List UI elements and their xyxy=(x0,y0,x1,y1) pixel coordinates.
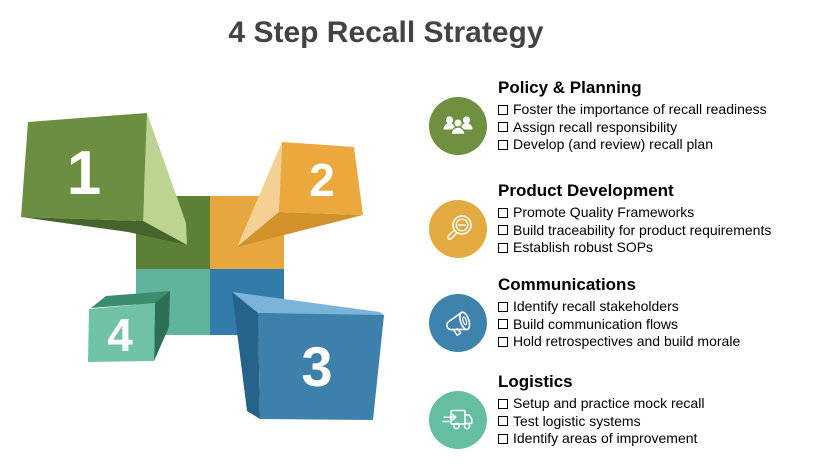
checkbox-bullet-icon xyxy=(498,301,508,312)
cube-3-top xyxy=(232,292,385,316)
product-development-badge xyxy=(429,200,487,258)
checkbox-bullet-icon xyxy=(498,319,508,329)
step-section-product-development: Product Development Promote Quality Fram… xyxy=(428,181,830,259)
cube-3-side xyxy=(232,292,260,419)
cube-1: 1 xyxy=(21,113,187,245)
cube-4-side xyxy=(154,291,170,361)
list-item-text: Promote Quality Frameworks xyxy=(513,204,695,220)
badge-circle xyxy=(429,294,487,352)
badge-circle xyxy=(429,391,487,449)
cube-2-underside xyxy=(237,212,363,247)
cube-3-number: 3 xyxy=(301,335,332,398)
cube-4: 4 xyxy=(88,291,170,362)
checkbox-bullet-icon xyxy=(498,433,508,444)
list-item-text: Setup and practice mock recall xyxy=(513,395,705,411)
communications-badge xyxy=(429,294,487,352)
cube-1-face xyxy=(21,113,147,221)
megaphone-icon xyxy=(446,311,471,337)
section-heading: Policy & Planning xyxy=(498,78,642,97)
list-item-text: Develop (and review) recall plan xyxy=(513,136,713,152)
cube-2-face xyxy=(279,142,363,215)
checkbox-bullet-icon xyxy=(498,139,508,150)
cube-3-face xyxy=(258,313,384,420)
list-item-text: Assign recall responsibility xyxy=(513,118,678,135)
step-section-communications: Communications Identify recall stakehold… xyxy=(428,275,830,353)
checkbox-bullet-icon xyxy=(498,242,508,253)
checkbox-bullet-icon xyxy=(498,207,508,218)
list-item: Identify recall stakeholders xyxy=(498,298,830,316)
cube-2: 2 xyxy=(237,142,363,247)
cube-1-side xyxy=(143,113,187,245)
cube-3: 3 xyxy=(232,292,385,420)
checkbox-bullet-icon xyxy=(498,398,508,409)
list-item: Build traceability for product requireme… xyxy=(498,222,830,240)
section-heading: Logistics xyxy=(498,372,573,391)
truck-icon xyxy=(442,409,473,430)
checkbox-bullet-icon xyxy=(498,416,508,426)
cube-4-face xyxy=(88,303,155,362)
checkbox-bullet-icon xyxy=(498,225,508,235)
cube-4-number: 4 xyxy=(107,309,133,361)
magnifier-icon xyxy=(447,215,472,240)
checkbox-bullet-icon xyxy=(498,336,508,347)
section-heading: Product Development xyxy=(498,181,674,200)
list-item-text: Hold retrospectives and build morale xyxy=(513,333,741,349)
people-group-icon xyxy=(443,116,473,136)
cubes-graphic: 1 2 4 3 xyxy=(21,113,385,420)
list-item: Hold retrospectives and build morale xyxy=(498,333,830,351)
cube-2-number: 2 xyxy=(309,154,335,206)
list-item: Assign recall responsibility xyxy=(498,119,830,137)
logistics-badge xyxy=(429,391,487,449)
list-item: Test logistic systems xyxy=(498,413,830,431)
cube-2-side xyxy=(237,142,282,247)
list-item: Establish robust SOPs xyxy=(498,239,830,257)
cube-1-number: 1 xyxy=(67,139,101,208)
page-title: 4 Step Recall Strategy xyxy=(228,16,544,49)
list-item-text: Build traceability for product requireme… xyxy=(513,221,772,238)
list-item: Develop (and review) recall plan xyxy=(498,136,830,154)
list-item: Identify areas of improvement xyxy=(498,430,830,448)
list-item-text: Establish robust SOPs xyxy=(513,239,654,255)
list-item-text: Foster the importance of recall readines… xyxy=(513,101,767,117)
cube-4-top xyxy=(91,291,170,308)
step-section-logistics: Logistics Setup and practice mock recall… xyxy=(428,372,830,450)
list-item: Foster the importance of recall readines… xyxy=(498,101,830,119)
policy-planning-badge xyxy=(429,97,487,155)
checkbox-bullet-icon xyxy=(498,104,508,115)
list-item-text: Test logistic systems xyxy=(513,412,641,429)
list-item-text: Identify areas of improvement xyxy=(513,430,698,446)
list-item-text: Identify recall stakeholders xyxy=(513,298,679,314)
list-item: Promote Quality Frameworks xyxy=(498,204,830,222)
cube-1-underside xyxy=(21,217,187,245)
step-section-policy-planning: Policy & Planning Foster the importance … xyxy=(428,78,830,156)
section-heading: Communications xyxy=(498,275,636,294)
list-item: Setup and practice mock recall xyxy=(498,395,830,413)
checkbox-bullet-icon xyxy=(498,122,508,132)
list-item-text: Build communication flows xyxy=(513,315,678,332)
list-item: Build communication flows xyxy=(498,316,830,334)
